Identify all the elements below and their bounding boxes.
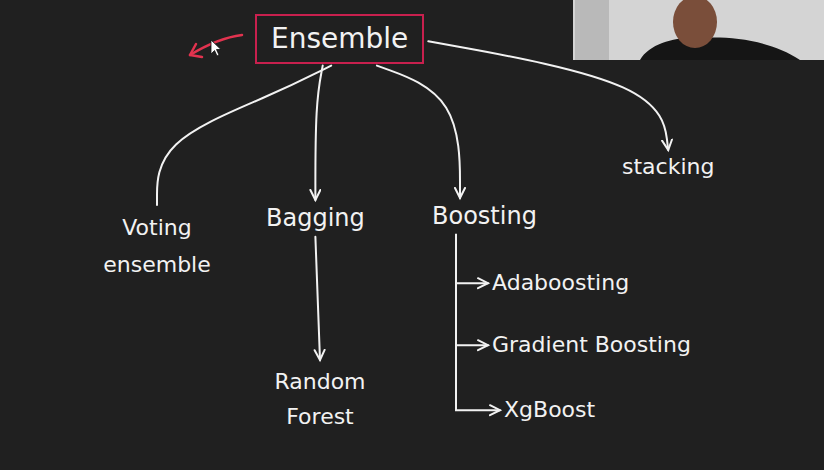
- node-text: Voting ensemble: [99, 209, 215, 284]
- leaf-label: Random Forest: [258, 360, 382, 438]
- tree-connector: [456, 235, 500, 410]
- annotation-head: [190, 44, 202, 57]
- branch-label: Voting ensemble: [95, 205, 219, 288]
- node-text: Gradient Boosting: [492, 332, 691, 358]
- annotation-stroke: [190, 35, 242, 55]
- leaf-label: XgBoost: [500, 393, 599, 427]
- tree-connector: [377, 66, 460, 198]
- root-box: Ensemble: [255, 14, 424, 64]
- node-text: XgBoost: [504, 397, 595, 423]
- webcam-person-body: [640, 38, 800, 60]
- branch-label: Bagging: [262, 200, 369, 237]
- tree-connector: [428, 41, 668, 150]
- branch-label: Boosting: [428, 198, 541, 235]
- tree-connector: [456, 235, 488, 345]
- node-text: Adaboosting: [492, 270, 629, 296]
- node-text: Ensemble: [271, 22, 408, 56]
- red-annotation-arrow: [190, 35, 242, 57]
- tree-connector: [315, 237, 320, 360]
- node-text: stacking: [622, 154, 714, 180]
- webcam-wall: [575, 0, 609, 60]
- branch-label: stacking: [618, 150, 718, 184]
- tree-connector: [315, 66, 322, 200]
- webcam-thumbnail: [573, 0, 824, 60]
- node-text: Bagging: [266, 204, 365, 233]
- leaf-label: Adaboosting: [488, 266, 633, 300]
- leaf-label: Gradient Boosting: [488, 328, 695, 362]
- node-text: Boosting: [432, 202, 537, 231]
- tree-connector: [157, 66, 331, 205]
- mouse-cursor: [211, 40, 221, 56]
- tree-connector: [456, 235, 488, 283]
- node-text: Random Forest: [262, 364, 378, 434]
- webcam-person-head: [673, 0, 717, 48]
